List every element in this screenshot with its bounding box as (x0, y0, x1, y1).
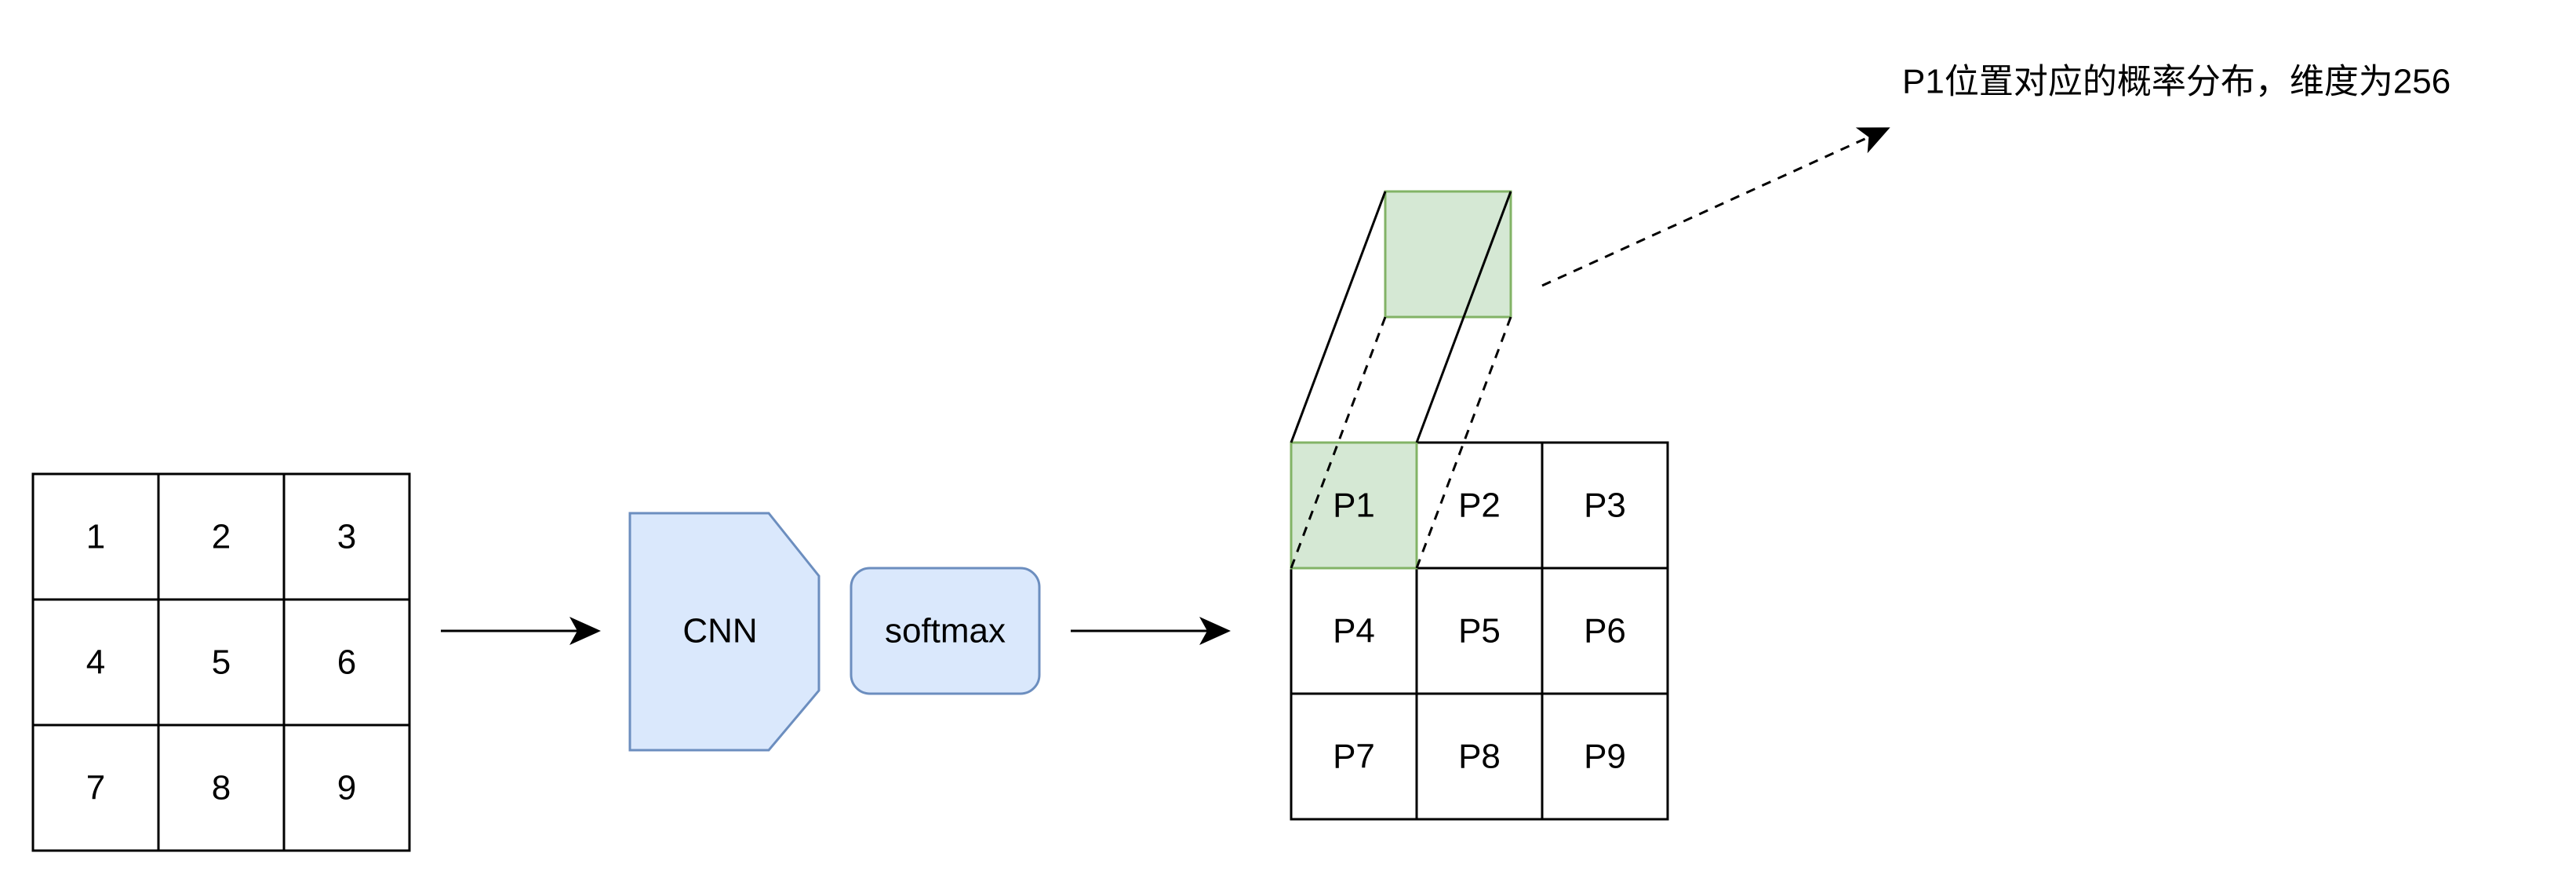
p1-highlight-border (1290, 441, 1418, 570)
output-grid: P1 P2 P3 P4 P5 P6 P7 P8 P9 (1290, 441, 1669, 821)
annotation-text: P1位置对应的概率分布，维度为256 (1902, 63, 2450, 101)
input-grid: 1 2 3 4 5 6 7 8 9 (31, 472, 411, 852)
input-cell-7: 7 (86, 769, 105, 807)
softmax-block: softmax (850, 567, 1041, 695)
input-grid-border (31, 472, 411, 852)
output-cell-p6: P6 (1584, 612, 1626, 651)
p1-highlight (1291, 443, 1417, 568)
softmax-shape (850, 567, 1041, 695)
output-cell-p2: P2 (1458, 487, 1501, 525)
prism-edge-left (1290, 191, 1387, 443)
input-cell-6: 6 (337, 643, 356, 682)
cnn-shape (628, 512, 820, 752)
input-cell-5: 5 (212, 643, 231, 682)
output-cell-p3: P3 (1584, 487, 1626, 525)
output-cell-p4: P4 (1333, 612, 1375, 651)
p1-distribution-square (1384, 190, 1512, 319)
input-cell-2: 2 (212, 518, 231, 556)
input-cell-1: 1 (86, 518, 105, 556)
output-cell-p8: P8 (1458, 738, 1501, 776)
cnn-block: CNN (628, 512, 820, 752)
cnn-label: CNN (682, 612, 757, 651)
softmax-label: softmax (885, 612, 1006, 651)
input-cell-4: 4 (86, 643, 105, 682)
output-cell-p5: P5 (1458, 612, 1501, 651)
output-cell-p1: P1 (1333, 487, 1375, 525)
input-cell-3: 3 (337, 518, 356, 556)
input-cell-8: 8 (212, 769, 231, 807)
output-grid-border (1290, 441, 1669, 821)
p1-distribution-prism (1290, 190, 1512, 569)
output-cell-p9: P9 (1584, 738, 1626, 776)
input-cell-9: 9 (337, 769, 356, 807)
annotation-arrow (1541, 127, 1890, 287)
prism-edge-right (1415, 191, 1512, 443)
output-cell-p7: P7 (1333, 738, 1375, 776)
